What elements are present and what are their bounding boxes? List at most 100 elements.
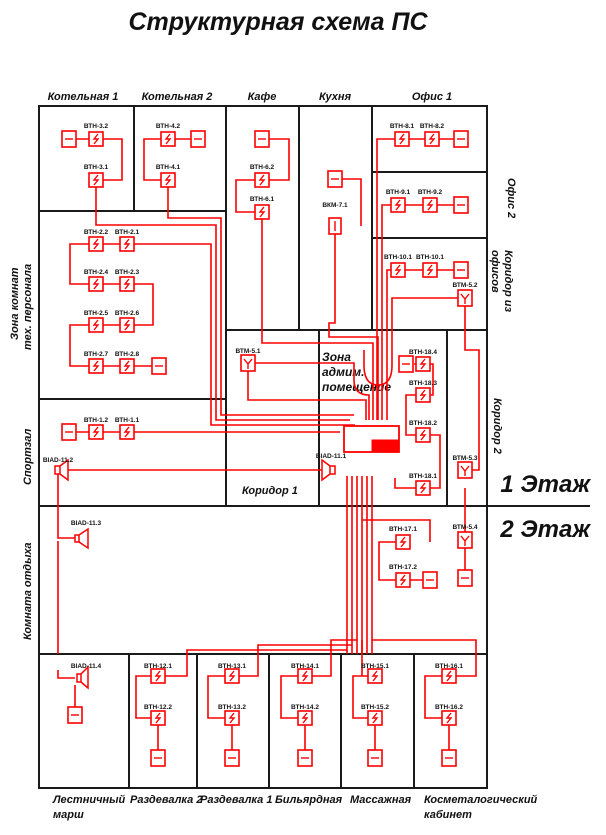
room-label-razdevalka-2: Раздевалка 2: [130, 794, 202, 806]
device-label: ВТН-8.2: [420, 123, 445, 130]
terminal-icon: [224, 749, 240, 767]
room-walls: [38, 105, 590, 789]
smoke-detector-icon[interactable]: [254, 204, 270, 220]
device-label: ВТН-17.1: [389, 526, 417, 533]
terminal-icon: [457, 569, 473, 587]
room-label-lestnichny-1: Лестничный: [52, 794, 126, 806]
device-label: ВТН-4.2: [156, 123, 181, 130]
device-label: ВТН-1.1: [115, 417, 140, 424]
terminal-icon: [61, 130, 77, 148]
smoke-detector-icon[interactable]: [424, 131, 440, 147]
smoke-detector-icon[interactable]: [415, 387, 431, 403]
smoke-detector-icon[interactable]: [119, 317, 135, 333]
room-label-kosmet-2: кабинет: [424, 809, 472, 821]
device-label: ВТН-16.1: [435, 663, 463, 670]
device-label: ВТН-13.2: [218, 704, 246, 711]
device-label: ВТН-18.4: [409, 349, 437, 356]
device-label: ВТН-2.5: [84, 310, 109, 317]
room-label-koridor-ofisov-1: Коридор из: [502, 250, 514, 313]
smoke-detector-icon[interactable]: [88, 317, 104, 333]
smoke-detector-icon[interactable]: [297, 710, 313, 726]
smoke-detector-icon[interactable]: [160, 131, 176, 147]
device-label: ВТН-10.1: [384, 254, 412, 261]
zone-label-admin-1: Зона: [322, 350, 351, 364]
device-label: ВТН-6.1: [250, 196, 275, 203]
smoke-detector-icon[interactable]: [395, 534, 411, 550]
room-label-massazhnaya: Массажная: [350, 794, 412, 806]
smoke-detector-icon[interactable]: [422, 262, 438, 278]
terminal-icon: [327, 170, 343, 188]
device-label: ВТН-2.6: [115, 310, 140, 317]
device-label: ВТН-2.8: [115, 351, 140, 358]
room-label-komnata-otdyha: Комната отдыха: [22, 542, 34, 640]
device-label: ВТН-15.2: [361, 704, 389, 711]
device-label: ВТМ-5.4: [452, 524, 477, 531]
smoke-detector-icon[interactable]: [415, 427, 431, 443]
smoke-detector-icon[interactable]: [441, 710, 457, 726]
device-label: ВТН-14.2: [291, 704, 319, 711]
room-label-kafe: Кафе: [248, 91, 277, 103]
smoke-detector-icon[interactable]: [88, 236, 104, 252]
smoke-detector-icon[interactable]: [88, 424, 104, 440]
smoke-detector-icon[interactable]: [367, 710, 383, 726]
smoke-detector-icon[interactable]: [88, 131, 104, 147]
terminal-icon: [441, 749, 457, 767]
device-label: ВТН-2.1: [115, 229, 140, 236]
room-label-kuhnya: Кухня: [319, 91, 352, 103]
speaker-icon: [321, 458, 336, 482]
manual-call-point-icon[interactable]: [328, 217, 342, 235]
terminal-icon: [453, 261, 469, 279]
smoke-detector-icon[interactable]: [150, 668, 166, 684]
smoke-detector-icon[interactable]: [88, 276, 104, 292]
control-panel: [343, 425, 400, 453]
smoke-detector-icon[interactable]: [422, 197, 438, 213]
device-label: ВТМ-5.3: [452, 455, 477, 462]
smoke-detector-icon[interactable]: [224, 668, 240, 684]
floor-label-1: 1 Этаж: [500, 471, 591, 498]
device-label: BIAD-11.3: [71, 520, 102, 527]
smoke-detector-icon[interactable]: [119, 358, 135, 374]
terminal-icon: [297, 749, 313, 767]
room-label-koridor-ofisov-2: офисов: [489, 250, 501, 293]
device-label: ВТН-2.3: [115, 269, 140, 276]
smoke-detector-icon[interactable]: [254, 172, 270, 188]
smoke-detector-icon[interactable]: [297, 668, 313, 684]
smoke-detector-icon[interactable]: [394, 131, 410, 147]
diagram-title: Структурная схема ПС: [128, 8, 428, 36]
smoke-detector-icon[interactable]: [119, 236, 135, 252]
device-label: ВТН-16.2: [435, 704, 463, 711]
smoke-detector-icon[interactable]: [160, 172, 176, 188]
room-label-bilyardnaya: Бильярдная: [275, 794, 343, 806]
device-label: ВТН-18.2: [409, 420, 437, 427]
terminal-icon: [67, 706, 83, 724]
smoke-detector-icon[interactable]: [119, 276, 135, 292]
terminal-icon: [151, 357, 167, 375]
smoke-detector-icon[interactable]: [395, 572, 411, 588]
heat-detector-icon[interactable]: [240, 354, 256, 372]
devices: [61, 130, 473, 767]
smoke-detector-icon[interactable]: [224, 710, 240, 726]
device-label: ВТН-9.1: [386, 189, 411, 196]
smoke-detector-icon[interactable]: [119, 424, 135, 440]
smoke-detector-icon[interactable]: [415, 480, 431, 496]
smoke-detector-icon[interactable]: [367, 668, 383, 684]
smoke-detector-icon[interactable]: [441, 668, 457, 684]
terminal-icon: [61, 423, 77, 441]
device-label: ВТН-2.4: [84, 269, 109, 276]
smoke-detector-icon[interactable]: [88, 172, 104, 188]
zone-label-admin-3: помещение: [322, 380, 391, 394]
device-label: ВТН-15.1: [361, 663, 389, 670]
heat-detector-icon[interactable]: [457, 461, 473, 479]
device-label: ВТН-14.1: [291, 663, 319, 670]
smoke-detector-icon[interactable]: [415, 356, 431, 372]
heat-detector-icon[interactable]: [457, 531, 473, 549]
smoke-detector-icon[interactable]: [390, 262, 406, 278]
smoke-detector-icon[interactable]: [88, 358, 104, 374]
terminal-icon: [453, 130, 469, 148]
heat-detector-icon[interactable]: [457, 289, 473, 307]
zone-label-personal-2: тех. персонала: [22, 264, 34, 350]
room-label-kotelnaya-2: Котельная 2: [142, 91, 213, 103]
smoke-detector-icon[interactable]: [390, 197, 406, 213]
speaker-icon: [74, 527, 89, 550]
smoke-detector-icon[interactable]: [150, 710, 166, 726]
